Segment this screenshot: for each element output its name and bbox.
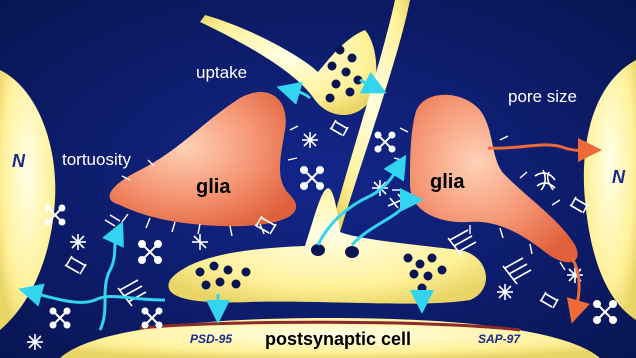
label-uptake: uptake: [196, 63, 247, 82]
label-sap97: SAP-97: [478, 332, 521, 346]
label-glia-left: glia: [196, 176, 231, 198]
label-pore-size: pore size: [508, 87, 577, 106]
label-tortuosity: tortuosity: [62, 150, 131, 169]
label-nucleus-right: N: [612, 167, 626, 187]
label-postsynaptic-cell: postsynaptic cell: [265, 329, 411, 349]
label-psd95: PSD-95: [190, 332, 232, 346]
label-glia-right: glia: [430, 171, 465, 193]
label-nucleus-left: N: [12, 151, 26, 171]
